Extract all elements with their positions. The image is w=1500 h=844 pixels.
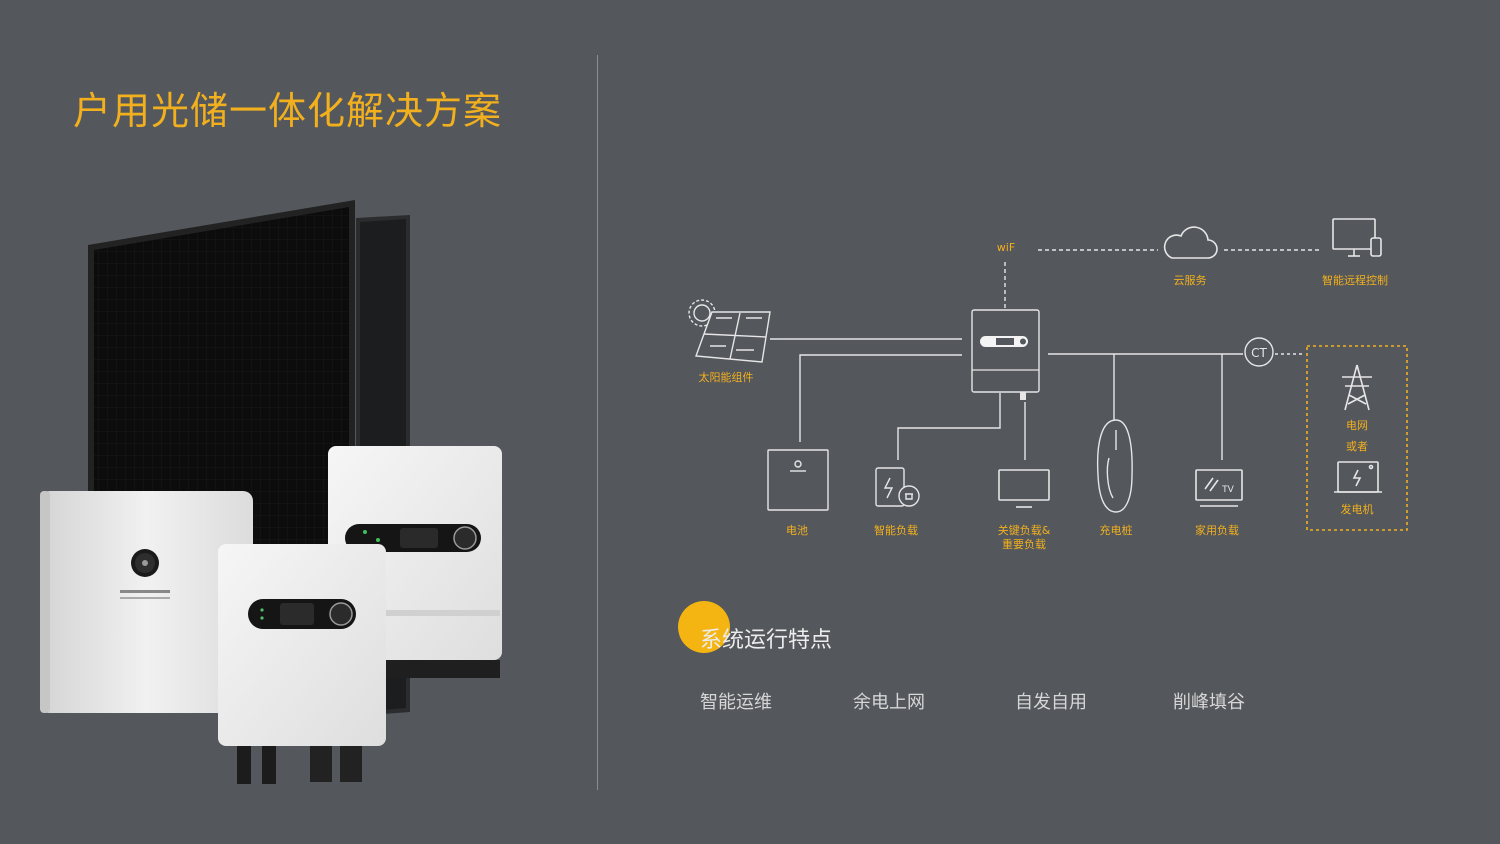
inverter-icon [972, 310, 1039, 400]
battery-icon [768, 450, 828, 510]
feature-peak-shaving: 削峰填谷 [1173, 688, 1245, 714]
wifi-label: wiF [997, 241, 1015, 254]
or-label: 或者 [1346, 438, 1368, 454]
features-title: 系统运行特点 [700, 622, 832, 654]
smart-load-label: 智能负载 [874, 522, 918, 538]
home-load-label: 家用负载 [1195, 522, 1239, 538]
feature-self-use: 自发自用 [1015, 688, 1087, 714]
inverter-front [218, 544, 386, 784]
smart-load-link [898, 393, 1000, 460]
generator-label: 发电机 [1341, 501, 1374, 517]
solar-icon [689, 300, 770, 362]
cloud-label: 云服务 [1174, 272, 1207, 288]
tv-mark: TV [1221, 485, 1234, 495]
section-divider [597, 55, 598, 790]
grid-label: 电网 [1346, 417, 1368, 433]
smart-load-icon [876, 468, 919, 506]
remote-label: 智能远程控制 [1322, 272, 1388, 288]
critical-load-label-2: 重要负载 [1002, 536, 1046, 552]
battery-link [800, 355, 962, 442]
ct-label: CT [1251, 346, 1267, 360]
cloud-icon [1165, 227, 1217, 258]
transmission-tower-icon [1342, 365, 1372, 410]
battery-label: 电池 [786, 522, 808, 538]
ev-charger-icon [1098, 420, 1132, 512]
solar-label: 太阳能组件 [699, 369, 754, 385]
home-load-icon [1196, 470, 1242, 506]
critical-load-icon [999, 470, 1049, 507]
monitor-icon [1333, 219, 1381, 256]
generator-icon [1334, 462, 1382, 492]
feature-grid-export: 余电上网 [853, 688, 925, 714]
product-illustration [0, 0, 600, 844]
feature-smart-om: 智能运维 [700, 688, 772, 714]
charger-label: 充电桩 [1100, 522, 1133, 538]
